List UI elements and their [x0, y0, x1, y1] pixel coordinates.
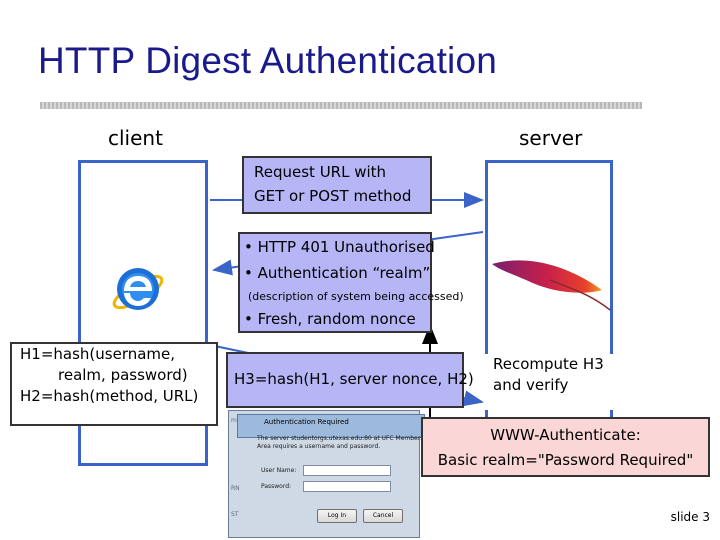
title-divider: [40, 102, 642, 109]
dialog-cancel-button[interactable]: Cancel: [363, 509, 403, 523]
dialog-login-button[interactable]: Log In: [317, 509, 357, 523]
h3-message-box: H3=hash(H1, server nonce, H2): [226, 352, 474, 408]
request-message-box: Request URL with GET or POST method: [242, 156, 432, 214]
client-label: client: [108, 126, 163, 150]
www-authenticate-box: WWW-Authenticate: Basic realm="Password …: [421, 417, 710, 477]
internet-explorer-icon: [108, 258, 168, 318]
recompute-line-2: and verify: [493, 376, 569, 394]
request-line-1: Request URL with: [254, 163, 387, 181]
response-note: (description of system being accessed): [248, 290, 464, 303]
dialog-user-label: User Name:: [261, 467, 297, 474]
response-bullet-nonce: • Fresh, random nonce: [244, 310, 416, 328]
www-auth-line-2: Basic realm="Password Required": [437, 451, 694, 469]
page-title: HTTP Digest Authentication: [38, 40, 498, 81]
recompute-text: Recompute H3 and verify: [485, 354, 613, 410]
server-label: server: [519, 126, 583, 150]
www-auth-line-1: WWW-Authenticate:: [490, 426, 641, 444]
response-message-box: • HTTP 401 Unauthorised • Authentication…: [238, 232, 464, 333]
hash-line-2: realm, password): [58, 366, 188, 384]
dialog-message: The server studentorgs.utexas.edu:80 at …: [257, 435, 425, 450]
request-line-2: GET or POST method: [254, 187, 412, 205]
response-bullet-401: • HTTP 401 Unauthorised: [244, 238, 435, 256]
hash-line-1: H1=hash(username,: [20, 345, 176, 363]
recompute-line-1: Recompute H3: [493, 355, 604, 373]
response-bullet-realm: • Authentication “realm”: [244, 264, 431, 282]
slide-number: slide 3: [670, 510, 710, 524]
dialog-user-field[interactable]: [303, 465, 391, 476]
dialog-pass-field[interactable]: [303, 481, 391, 492]
client-hashes-box: H1=hash(username, realm, password) H2=ha…: [10, 342, 218, 426]
hash-line-3: H2=hash(method, URL): [20, 387, 199, 405]
auth-dialog-screenshot: ment security RN ST Authentication Requi…: [228, 410, 425, 538]
dialog-pass-label: Password:: [261, 483, 292, 490]
apache-feather-icon: [490, 250, 612, 314]
dialog-title: Authentication Required: [237, 414, 425, 438]
